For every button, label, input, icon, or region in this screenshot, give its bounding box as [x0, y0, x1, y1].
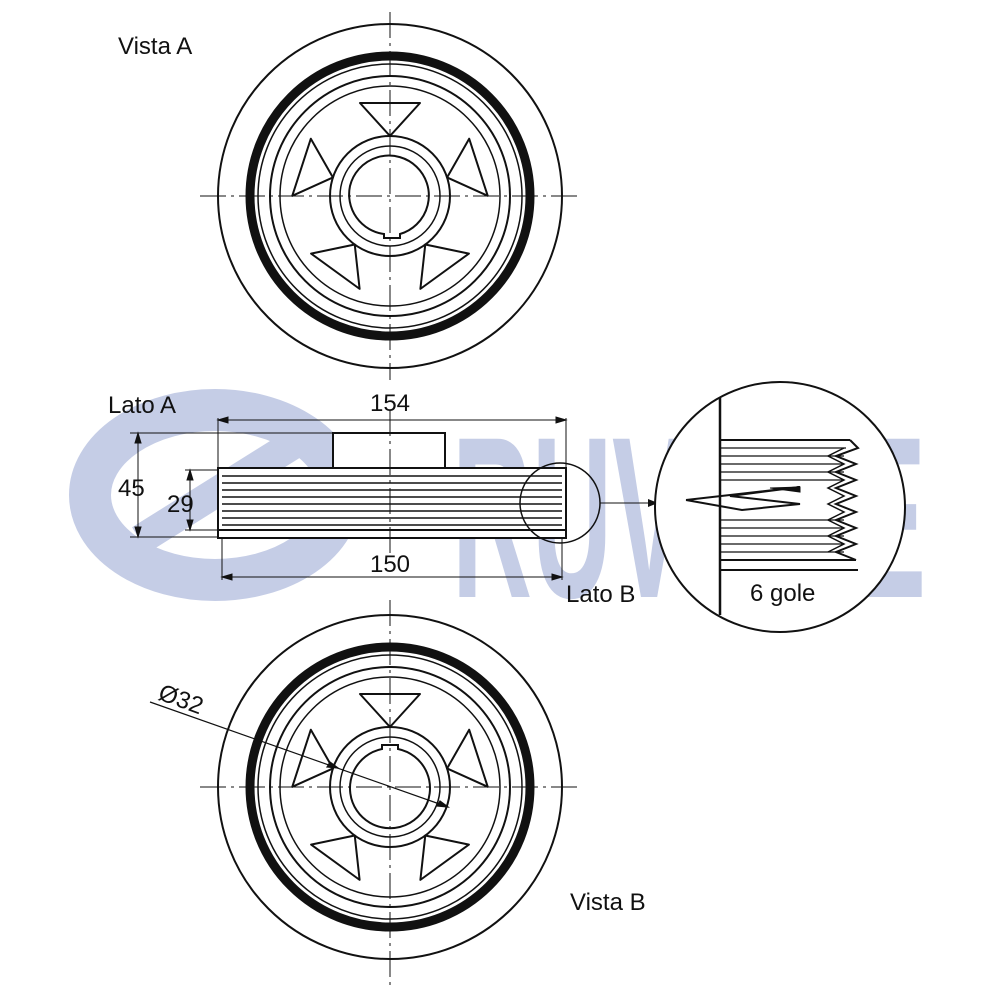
view-b-bore-keyway — [349, 744, 431, 830]
view-b-centerlines — [200, 600, 580, 985]
dimension-overall-height: 45 — [118, 475, 145, 502]
groove-profile — [685, 398, 860, 615]
view-a-centerlines — [200, 12, 580, 380]
view-a-front-view: Vista A — [118, 12, 580, 380]
groove-detail-view: 6 gole — [654, 381, 906, 633]
side-view-pulley — [217, 410, 567, 555]
view-b-rear-view: Ø32 Vista B — [149, 600, 646, 985]
view-a-bore-keyway — [348, 154, 430, 239]
view-a-pulley — [218, 24, 562, 368]
view-b-label: Vista B — [570, 889, 646, 916]
grooves-label: 6 gole — [750, 580, 815, 607]
detail-callout — [519, 462, 658, 544]
dimension-lines — [130, 416, 568, 581]
side-a-label: Lato A — [108, 392, 176, 419]
side-view: Lato A Lato B 154 150 45 29 — [108, 390, 658, 608]
dimension-bore-diameter: Ø32 — [155, 679, 207, 720]
side-b-label: Lato B — [566, 581, 635, 608]
dimension-groove-height: 29 — [167, 491, 194, 518]
view-a-label: Vista A — [118, 33, 192, 60]
bore-diameter-leader — [149, 701, 451, 808]
dimension-pulley-width: 150 — [370, 551, 410, 578]
view-b-pulley — [218, 615, 562, 959]
dimension-overall-width: 154 — [370, 390, 410, 417]
